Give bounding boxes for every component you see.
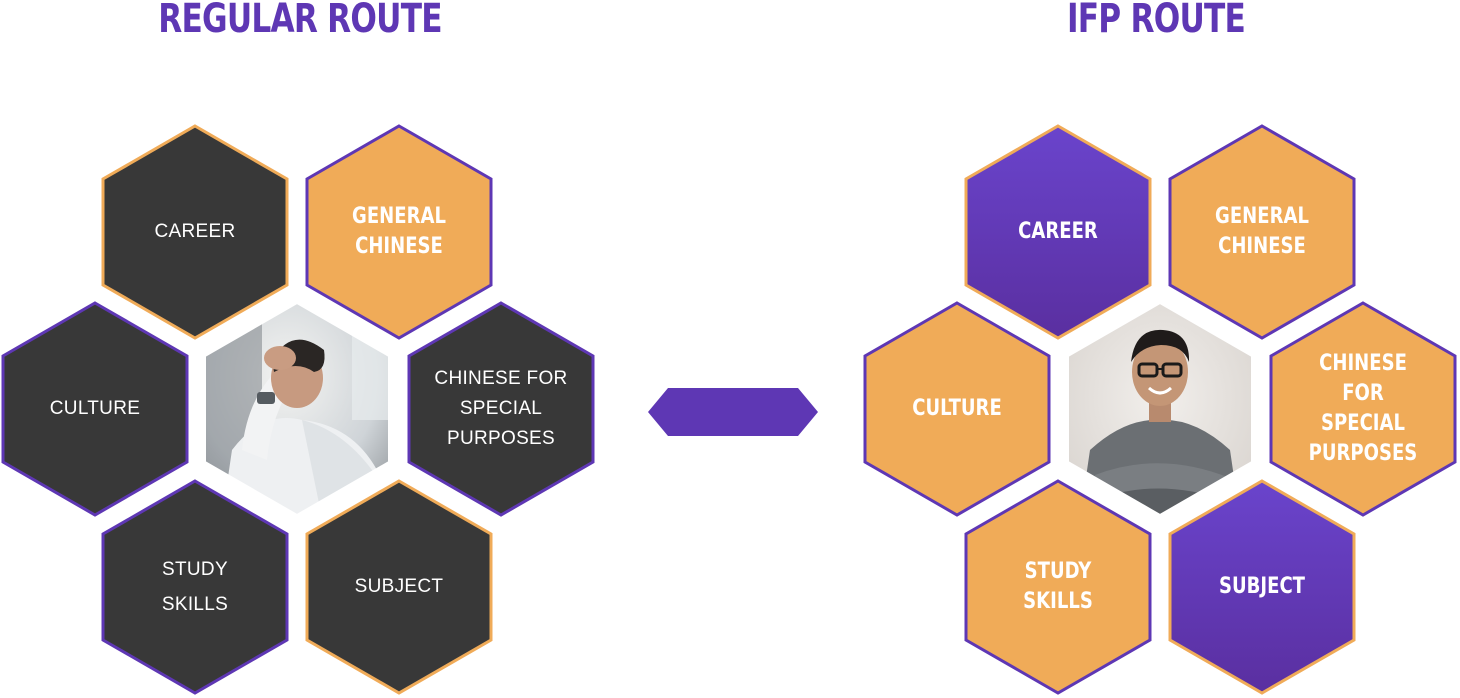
smiling-student-photo bbox=[1065, 300, 1255, 518]
ifp-hex-chinese-special-purposes: CHINESE FOR SPECIAL PURPOSES bbox=[1268, 300, 1458, 518]
regular-hex-subject-label: SUBJECT bbox=[354, 576, 444, 597]
ifp-hex-study-skills: STUDY SKILLS bbox=[963, 478, 1153, 696]
regular-hex-general-chinese-label: GENERAL CHINESE bbox=[352, 204, 446, 259]
ifp-hex-subject: SUBJECT bbox=[1167, 478, 1357, 696]
ifp-hex-career-label: CAREER bbox=[1018, 219, 1098, 244]
regular-hex-career-label: CAREER bbox=[154, 221, 236, 242]
stressed-student-photo bbox=[202, 300, 392, 518]
regular-hex-chinese-special-purposes: CHINESE FOR SPECIAL PURPOSES bbox=[406, 300, 596, 518]
ifp-hex-career: CAREER bbox=[963, 123, 1153, 341]
regular-hex-career: CAREER bbox=[100, 123, 290, 341]
ifp-route-title: IFP ROUTE bbox=[1066, 0, 1246, 42]
regular-hex-subject: SUBJECT bbox=[304, 478, 494, 696]
ifp-hex-general-chinese: GENERAL CHINESE bbox=[1167, 123, 1357, 341]
regular-hex-study-skills: STUDY SKILLS bbox=[100, 478, 290, 696]
ifp-hex-chinese-special-purposes-label: CHINESE FOR SPECIAL PURPOSES bbox=[1308, 351, 1418, 466]
ifp-hex-study-skills-label: STUDY SKILLS bbox=[1023, 559, 1093, 614]
regular-hex-culture: CULTURE bbox=[0, 300, 190, 518]
ifp-hex-subject-label: SUBJECT bbox=[1219, 574, 1305, 599]
ifp-hex-culture-label: CULTURE bbox=[912, 396, 1002, 421]
regular-route-title: REGULAR ROUTE bbox=[158, 0, 442, 42]
ifp-hex-culture: CULTURE bbox=[862, 300, 1052, 518]
regular-hex-culture-label: CULTURE bbox=[49, 398, 141, 419]
regular-hex-general-chinese: GENERAL CHINESE bbox=[304, 123, 494, 341]
regular-hex-chinese-special-purposes-label: CHINESE FOR SPECIAL PURPOSES bbox=[434, 368, 568, 449]
ifp-hex-general-chinese-label: GENERAL CHINESE bbox=[1215, 204, 1309, 259]
double-arrow-icon bbox=[648, 388, 818, 436]
regular-hex-study-skills-label: STUDY SKILLS bbox=[161, 559, 229, 615]
